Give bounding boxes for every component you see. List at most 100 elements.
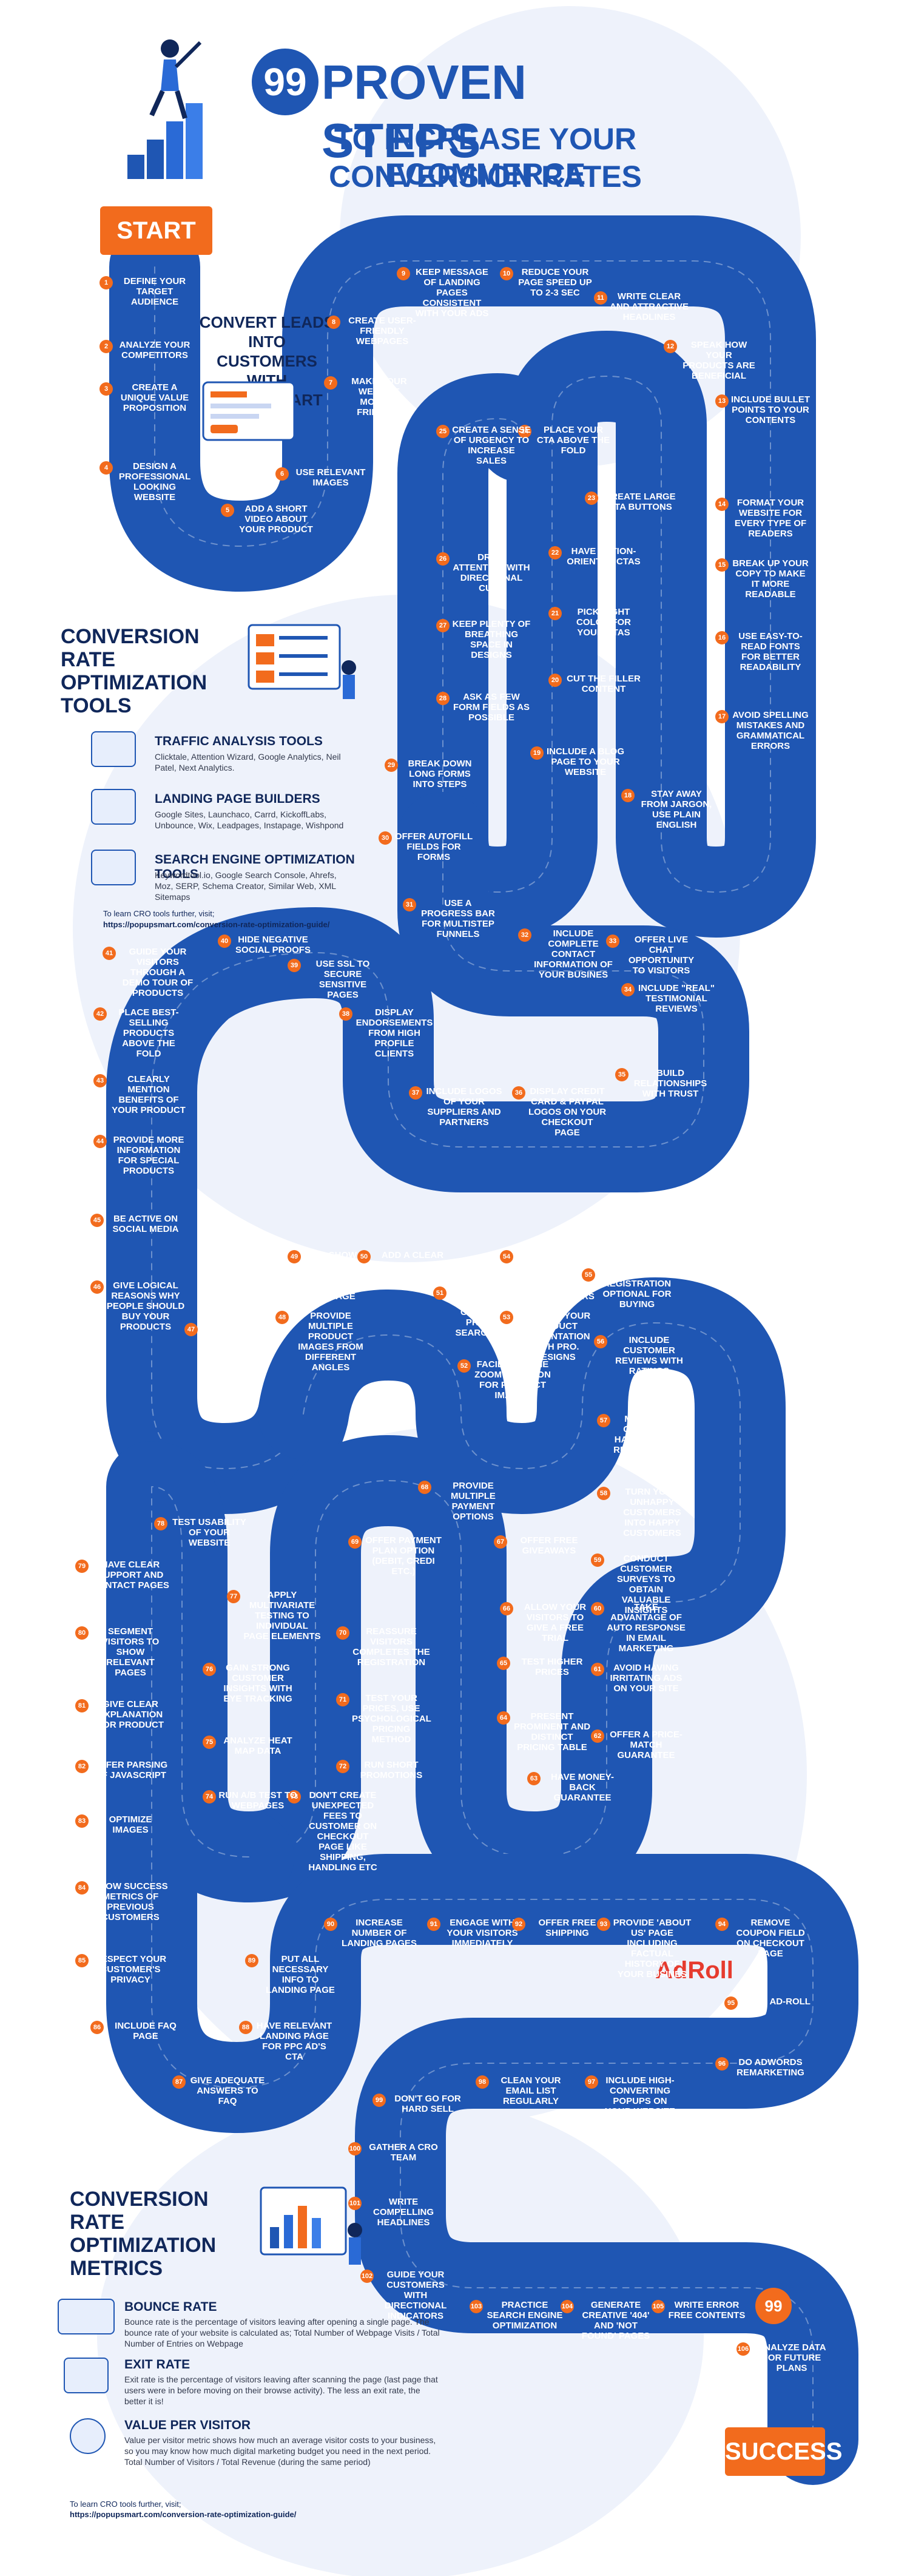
step-number: 75 [203, 1736, 216, 1749]
step-number: 66 [500, 1602, 513, 1615]
step-number: 27 [436, 619, 450, 632]
step-number: 62 [591, 1729, 604, 1743]
tool-name: TRAFFIC ANALYSIS TOOLS [155, 734, 323, 748]
step-number: 17 [715, 710, 729, 723]
step-number: 61 [591, 1663, 604, 1676]
step-number: 78 [154, 1517, 167, 1530]
step-label: CUT THE FILLER CONTENT [567, 674, 641, 694]
step-label: REDUCE YOUR PAGE SPEED UP TO 2-3 SEC [518, 267, 592, 298]
step-label: AVOID SPELLING MISTAKES AND GRAMMATICAL … [732, 710, 809, 751]
step-label: SEGMENT VISITORS TO SHOW RELEVANT PAGES [101, 1626, 160, 1678]
step-number: 102 [360, 2270, 374, 2283]
step-label: INCLUDE COMPLETE CONTACT INFORMATION OF … [534, 928, 613, 980]
road-step: 85 RESPECT YOUR CUSTOMER'S PRIVACY [75, 1954, 170, 1985]
step-number: 12 [664, 340, 677, 353]
step-label: INCLUDE FAQ PAGE [115, 2021, 177, 2041]
metrics-link[interactable]: https://popupsmart.com/conversion-rate-o… [70, 2510, 297, 2519]
step-number: 7 [324, 376, 337, 390]
step-label: CONDUCT CUSTOMER SURVEYS TO OBTAIN VALUA… [616, 1553, 676, 1615]
tools-section-title: CONVERSION RATE OPTIMIZATION TOOLS [61, 625, 207, 717]
adroll-logo: AdRoll [655, 1957, 733, 1984]
final-number: 99 [764, 2297, 783, 2315]
step-label: GUIDE YOUR CUSTOMERS WITH DIRECTIONAL IN… [384, 2270, 447, 2321]
success-badge: SUCCESS [725, 2427, 842, 2476]
step-number: 58 [597, 1487, 610, 1500]
step-label: OFFER FREE GIVEAWAYS [520, 1535, 578, 1556]
step-label: ADD PRODUCT FILTERS OPTIONS TO PRODUCT S… [454, 1286, 522, 1338]
step-label: ANALYZE DATA FOR FUTURE PLANS [757, 2342, 826, 2373]
step-number: 76 [203, 1663, 216, 1676]
step-number: 25 [436, 425, 450, 438]
step-label: HAVE ACTION-ORIENTED CTAS [567, 546, 641, 567]
step-number: 96 [715, 2057, 729, 2071]
step-label: DISPLAY CREDIT CARD & PAYPAL LOGOS ON YO… [528, 1086, 607, 1138]
step-label: CREATE A UNIQUE VALUE PROPOSITION [120, 382, 189, 413]
step-number: 104 [561, 2300, 574, 2313]
metric-name: BOUNCE RATE [124, 2300, 217, 2314]
road-center-line [248, 1322, 741, 1858]
step-label: GIVE CLEAR EXPLANATION FOR PRODUCT [97, 1699, 164, 1730]
header-title-line3: CONVERSION RATES [329, 160, 642, 194]
step-label: FACILITATE THE ZOOM IN OPTION FOR PRODUC… [474, 1359, 551, 1401]
step-number: 41 [103, 947, 116, 960]
step-label: GIVE LOGICAL REASONS WHY PEOPLE SHOULD B… [106, 1280, 185, 1332]
step-label: INCLUDE HIGH-CONVERTING POPUPS ON YOUR W… [605, 2075, 675, 2137]
step-label: TEST USABILITY OF YOUR WEBSITE [172, 1517, 246, 1548]
step-label: CREATE A SENSE OF URGENCY TO INCREASE SA… [452, 425, 531, 466]
step-label: DO ADWORDS REMARKETING [736, 2057, 804, 2078]
step-number: 67 [494, 1535, 507, 1549]
step-number: 68 [418, 1481, 431, 1494]
step-label: HAVE RELEVANT LANDING PAGE FOR PPC AD'S … [256, 2021, 332, 2062]
step-label: GIVE ADEQUATE ANSWERS TO FAQ [190, 2075, 265, 2106]
step-label: BREAK DOWN LONG FORMS INTO STEPS [408, 759, 472, 789]
tools-link[interactable]: https://popupsmart.com/conversion-rate-o… [103, 920, 330, 929]
tool-name: LANDING PAGE BUILDERS [155, 792, 320, 806]
step-label: ALLOW YOUR VISITORS TO GIVE A FREE TRIAL [524, 1602, 587, 1643]
step-number: 8 [327, 316, 340, 329]
landing-page-builder-icon [91, 789, 136, 825]
tool-desc: Google Sites, Launchaco, Carrd, KickoffL… [155, 810, 344, 830]
step-label: USE A PROGRESS BAR FOR MULTISTEP FUNNELS [421, 898, 495, 939]
step-number: 86 [90, 2021, 104, 2034]
step-number: 30 [379, 831, 392, 845]
step-number: 16 [715, 631, 729, 644]
step-number: 47 [184, 1323, 198, 1336]
value-per-visitor-icon [70, 2418, 106, 2454]
popupsmart-illustration [197, 376, 300, 449]
step-label: RUN A/B TEST TO WEBPAGES [218, 1790, 297, 1811]
step-label: RESPECT YOUR CUSTOMER'S PRIVACY [94, 1954, 167, 1985]
step-label: OFFER FREE SHIPPING [538, 1918, 596, 1938]
step-label: OFFER AUTOFILL FIELDS FOR FORMS [394, 831, 473, 862]
step-number: 59 [591, 1553, 604, 1567]
step-number: 29 [385, 759, 398, 772]
metrics-illustration [255, 2182, 370, 2273]
step-number: 85 [75, 1954, 89, 1967]
step-label: STAY AWAY FROM JARGON, USE PLAIN ENGLISH [641, 789, 712, 830]
